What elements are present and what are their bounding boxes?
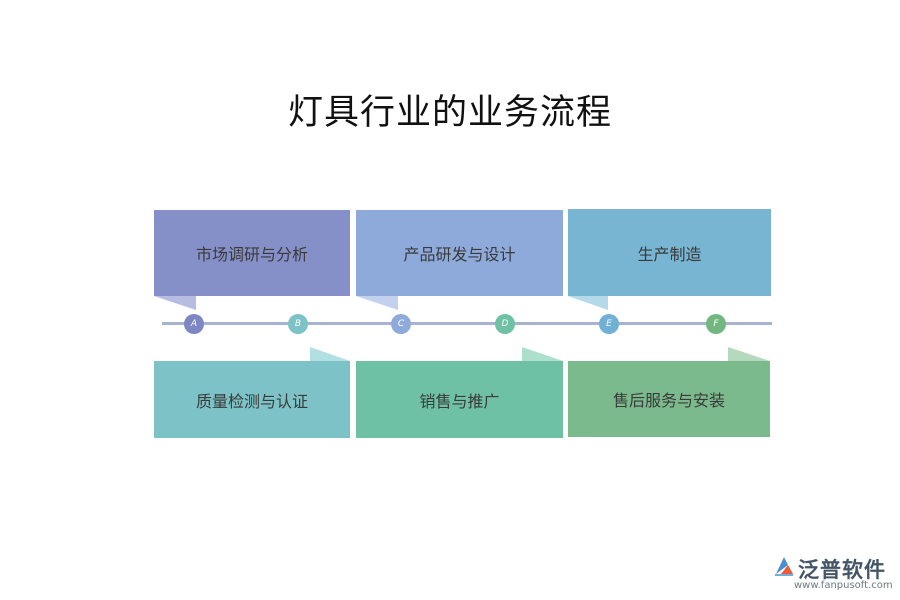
card-fold (568, 296, 608, 310)
step-label: 售后服务与安装 (612, 391, 725, 410)
timeline-node-c: C (391, 314, 411, 334)
node-letter: D (501, 319, 509, 329)
node-letter: E (606, 319, 612, 329)
timeline-node-a: A (184, 314, 204, 334)
card-fold (310, 347, 350, 361)
step-label: 质量检测与认证 (195, 391, 308, 411)
brand-name: 泛普软件 (798, 558, 886, 582)
step-label: 生产制造 (637, 244, 702, 264)
timeline-node-f: F (706, 314, 726, 334)
step-label: 市场调研与分析 (195, 245, 308, 264)
step-card-sales-promotion: 销售与推广 (356, 361, 563, 438)
step-label: 产品研发与设计 (403, 245, 516, 264)
node-letter: B (294, 319, 302, 329)
timeline-node-d: D (495, 314, 515, 334)
brand-logo: 泛普软件 www.fanpusoft.com (772, 552, 893, 596)
step-label: 销售与推广 (419, 391, 500, 411)
timeline-node-e: E (599, 314, 619, 334)
timeline-node-b: B (288, 314, 308, 334)
diagram-title: 灯具行业的业务流程 (287, 93, 612, 133)
step-card-product-design: 产品研发与设计 (356, 210, 563, 296)
step-card-manufacturing: 生产制造 (568, 209, 771, 296)
brand-url: www.fanpusoft.com (794, 580, 893, 591)
node-letter: A (190, 319, 198, 329)
step-card-after-sales-service: 售后服务与安装 (568, 361, 770, 437)
fanpu-logo-icon (775, 557, 793, 576)
step-card-quality-inspection: 质量检测与认证 (154, 361, 350, 438)
card-fold (154, 296, 196, 310)
card-fold (522, 347, 563, 361)
timeline-line (162, 322, 772, 325)
card-fold (356, 296, 398, 310)
card-fold (728, 347, 770, 361)
step-card-market-research: 市场调研与分析 (154, 210, 350, 296)
node-letter: F (713, 319, 719, 329)
node-letter: C (397, 319, 405, 329)
